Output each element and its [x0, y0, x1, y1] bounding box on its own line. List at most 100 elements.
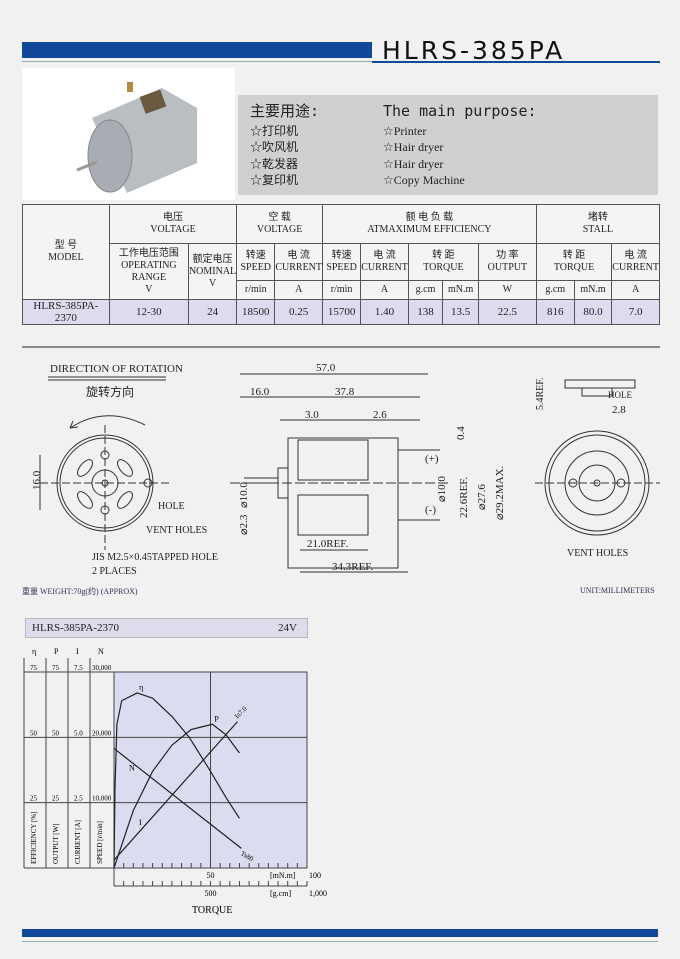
vent-holes-label: VENT HOLES	[567, 548, 628, 559]
unit-cell: A	[274, 280, 324, 300]
front-view: DIRECTION OF ROTATION 旋转方向 16.0 HOLE VEN…	[31, 363, 218, 577]
axis-tick-label: 25	[30, 795, 38, 803]
series-label: N	[129, 763, 135, 772]
hole-label: HOLE	[158, 501, 185, 512]
purpose-item: ☆Hair dryer	[383, 140, 444, 154]
tapped-hole-label: 2 PLACES	[92, 566, 137, 577]
unit-cell: W	[477, 280, 537, 300]
purpose-item: ☆Copy Machine	[383, 173, 465, 187]
cell: 7.0	[611, 299, 660, 325]
page-title: HLRS-385PA	[382, 36, 566, 65]
x-axis-title: TORQUE	[192, 905, 232, 916]
divider	[372, 61, 660, 63]
dim-label: 37.8	[335, 386, 355, 398]
footer-bar	[22, 929, 658, 937]
divider	[22, 61, 372, 62]
cell: 80.0	[573, 299, 613, 325]
series-label: I	[139, 818, 142, 827]
axis-tick-label: 75	[30, 664, 38, 672]
cell: 15700	[322, 299, 362, 325]
cell: 0.25	[274, 299, 324, 325]
dim-label: 3.0	[305, 409, 319, 421]
rotation-label-cn: 旋转方向	[86, 384, 134, 399]
cell-model: HLRS-385PA-2370	[22, 299, 110, 325]
dim-label: ⌀27.6	[476, 484, 488, 510]
axis-title: CURRENT [A]	[74, 820, 82, 864]
divider	[22, 346, 660, 348]
chart-title: HLRS-385PA-2370	[32, 622, 119, 634]
dim-label: 34.3REF.	[332, 561, 374, 573]
axis-tick-label: 20,000	[92, 729, 112, 737]
tapped-hole-label: JIS M2.5×0.45TAPPED HOLE	[92, 552, 218, 563]
header-bar	[22, 42, 372, 58]
dim-label: 21.0REF.	[307, 538, 349, 550]
x-tick-label: 1,000	[309, 889, 327, 898]
purpose-heading-en: The main purpose:	[383, 102, 537, 120]
cell: 18500	[236, 299, 276, 325]
dim-label: 16.0	[250, 386, 270, 398]
main-purpose-box: 主要用途: ☆打印机 ☆吹风机 ☆乾发器 ☆复印机 The main purpo…	[238, 95, 658, 195]
rotation-arrow-icon	[69, 415, 146, 429]
x-unit-label: [g.cm]	[270, 889, 291, 898]
cell: 12-30	[108, 299, 189, 325]
unit-note: UNIT:MILLIMETERS	[580, 586, 655, 595]
axis-title: OUTPUT [W]	[52, 823, 60, 864]
divider	[22, 941, 658, 942]
unit-cell: r/min	[236, 280, 276, 300]
rear-view: 5.4REF. HOLE 2.8 VENT HOLES	[535, 377, 660, 559]
dim-label: ⌀2.3	[238, 514, 250, 535]
x-tick-label: 50	[207, 871, 215, 880]
weight-note: 重量 WEIGHT:70g(约) (APPROX)	[22, 587, 138, 596]
dimension-drawing: DIRECTION OF ROTATION 旋转方向 16.0 HOLE VEN…	[31, 362, 660, 577]
unit-cell: g.cm	[407, 280, 444, 300]
purpose-item: ☆乾发器	[250, 156, 299, 171]
minus-terminal-label: (-)	[425, 504, 436, 516]
dim-label: 2.6	[373, 409, 387, 421]
series-label: P	[214, 714, 219, 723]
series-line-N	[113, 747, 242, 849]
axis-head: I	[76, 647, 79, 656]
axis-head: P	[54, 647, 59, 656]
chart-voltage: 24V	[278, 622, 297, 634]
hole-label: HOLE	[608, 390, 632, 400]
purpose-item: ☆Hair dryer	[383, 156, 444, 171]
axis-head: N	[98, 647, 104, 656]
purpose-item: ☆复印机	[250, 173, 299, 187]
purpose-cn: 主要用途: ☆打印机 ☆吹风机 ☆乾发器 ☆复印机	[250, 103, 319, 189]
axis-tick-label: 30,000	[92, 664, 112, 672]
axis-head: η	[32, 647, 36, 656]
series-line-η	[113, 692, 240, 869]
plus-terminal-label: (+)	[425, 453, 439, 465]
unit-cell: A	[360, 280, 409, 300]
series-label: η	[139, 683, 143, 692]
purpose-en: The main purpose: ☆Printer ☆Hair dryer ☆…	[383, 103, 537, 189]
x-unit-label: [mN.m]	[270, 871, 296, 880]
dim-label: ⌀10.0	[436, 476, 448, 502]
side-view: 57.0 16.0 37.8 3.0 2.6 (+) (-) ⌀10.0 ⌀2.…	[230, 362, 506, 573]
cell: 24	[187, 299, 238, 325]
dim-label: 0.4	[455, 426, 467, 440]
dim-label: ⌀29.2MAX.	[494, 465, 506, 520]
unit-cell: mN.m	[573, 280, 613, 300]
unit-cell: mN.m	[442, 280, 479, 300]
axis-tick-label: 50	[30, 729, 38, 737]
dim-label: 5.4REF.	[535, 377, 546, 410]
unit-cell: g.cm	[535, 280, 575, 300]
axis-tick-label: 50	[52, 729, 60, 737]
axis-tick-label: 25	[52, 795, 60, 803]
